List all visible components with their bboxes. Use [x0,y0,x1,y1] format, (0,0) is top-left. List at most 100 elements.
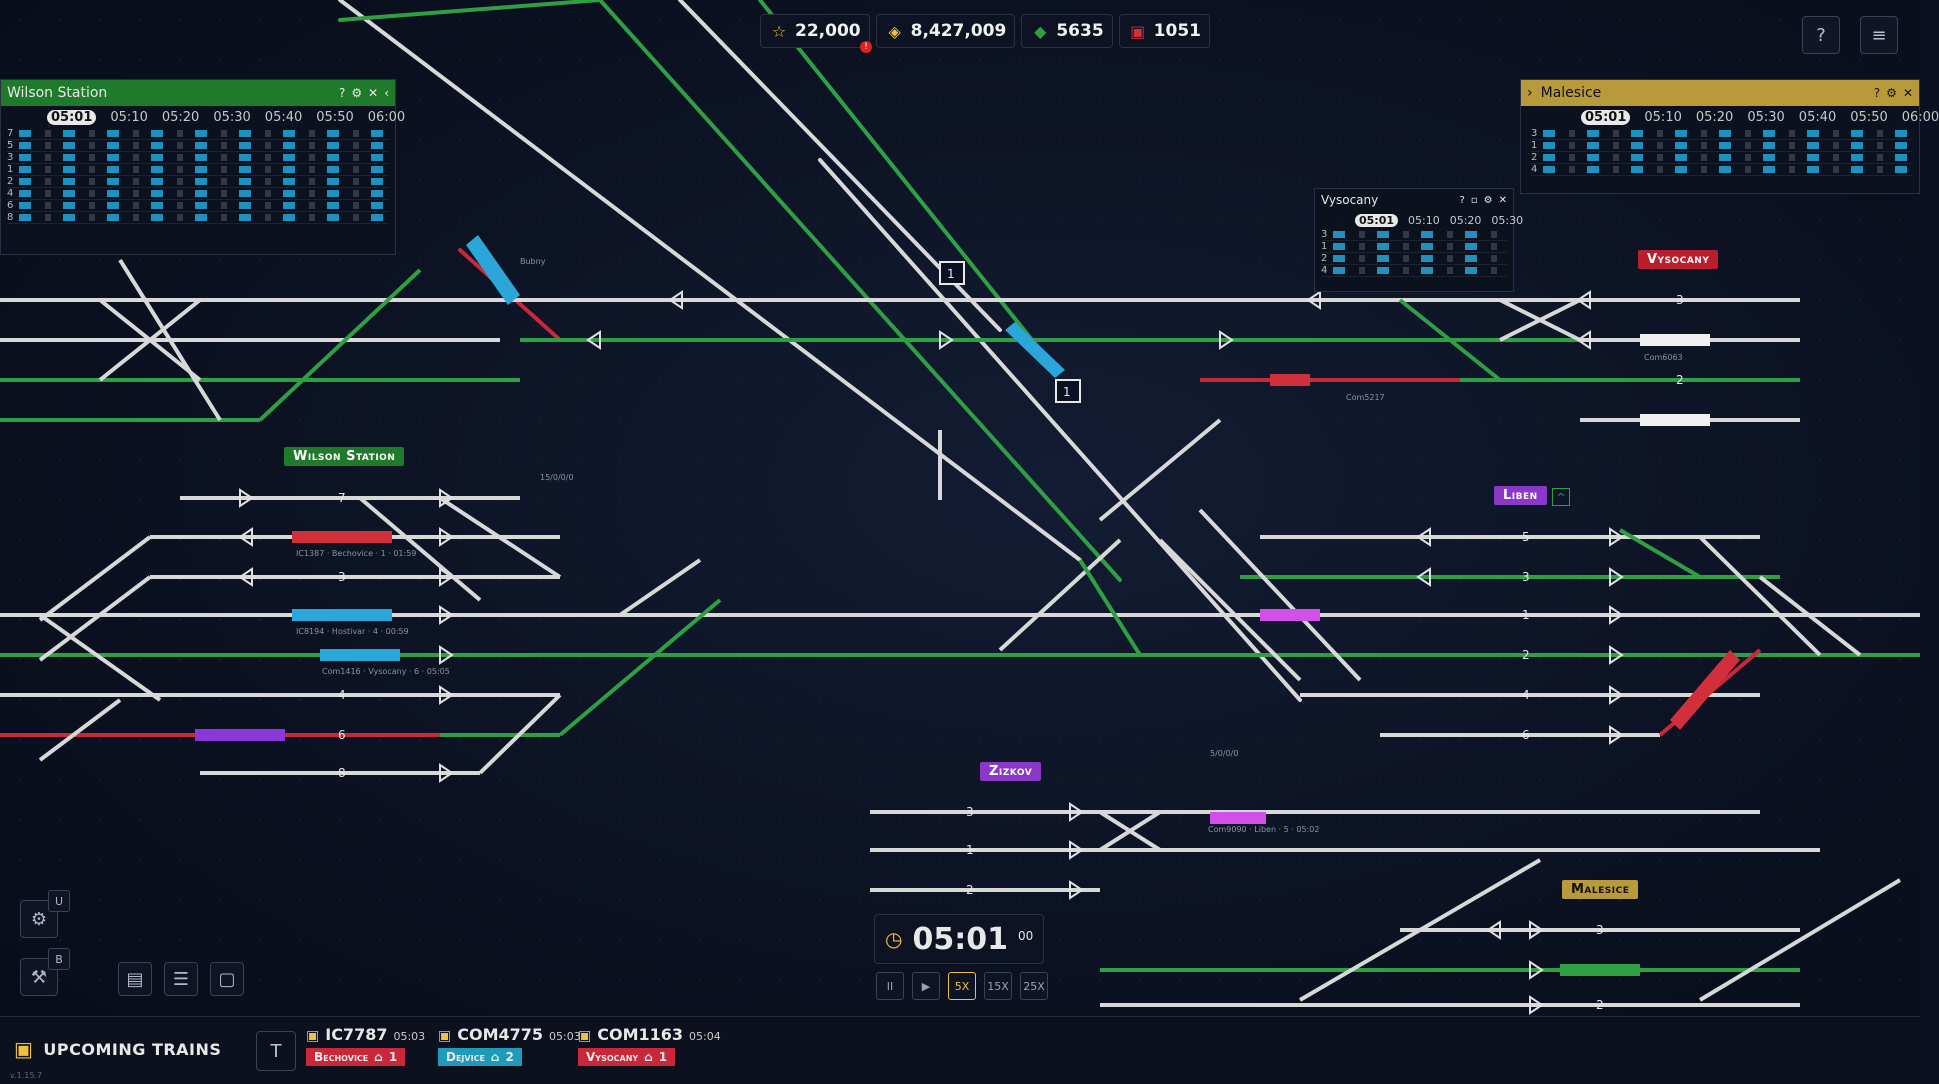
station-label-zizkov[interactable]: Zizkov [980,762,1042,781]
train-icon: ▣ [578,1028,592,1044]
panel-header[interactable]: › Malesice ? ⚙ ✕ [1521,80,1919,106]
train-icon: ▣ [438,1028,452,1044]
panel-title: Wilson Station [7,85,108,101]
destination-name: Dejvice [446,1050,485,1064]
help-button[interactable]: ? [1802,16,1840,54]
alert-badge[interactable]: ! [860,41,872,53]
signal-group[interactable] [238,290,1624,1015]
speed-15x-button[interactable]: 15X [984,972,1012,1000]
rating-counter[interactable]: ☆ 22,000 [760,14,870,48]
gear-icon[interactable]: ⚙ [351,86,363,100]
train-destination-badge: Bechovice ⌂ 1 [306,1048,406,1066]
gear-icon[interactable]: ⚙ [1483,194,1493,206]
station-liben-expand-icon[interactable]: ^ [1552,488,1570,506]
block-markers[interactable]: 1 1 [939,261,1081,403]
sliders-icon: ☰ [172,968,190,990]
train-destination-badge: Vysocany ⌂ 1 [578,1048,676,1066]
track-number: 4 [338,688,346,702]
train-icon: ▣ [306,1028,320,1044]
time-tick: 05:30 [1747,109,1785,125]
notes-button[interactable]: ▤ [118,962,152,996]
speed-5x-button[interactable]: 5X [948,972,976,1000]
train-tag: Com1416 · Vysocany · 6 · 05:05 [322,667,450,676]
train-ic8194 [292,609,392,621]
ticket-counter[interactable]: ◆ 5635 [1021,14,1113,48]
timetable-row: 3 [1531,128,1913,140]
train-counter[interactable]: ▣ 1051 [1118,14,1210,48]
track-number: 7 [338,491,346,505]
help-icon[interactable]: ? [1873,86,1881,100]
signal-icon [439,685,454,705]
lock-icon[interactable]: ▫ [1470,194,1478,206]
station-label-vysocany[interactable]: Vysocany [1638,250,1719,269]
train-time: 05:03 [393,1030,426,1043]
wilson-timetable-panel[interactable]: Wilson Station ? ⚙ ✕ ‹ 05:01 05:10 05:20… [0,79,405,255]
menu-button[interactable]: ≡ [1860,16,1898,54]
timeline-header: 05:01 05:10 05:20 05:30 [1315,211,1523,229]
money-icon: ◈ [888,21,901,41]
upcoming-train-card[interactable]: ▣ COM4775 05:03 Dejvice ⌂ 2 [438,1025,581,1066]
money-value: 8,427,009 [910,21,1007,41]
timetable-row: 2 [7,176,389,188]
train-bechovice [1670,650,1740,730]
train-tag: Com9090 · Liben · 5 · 05:02 [1208,825,1319,834]
collapse-icon[interactable]: ‹ [384,86,389,100]
malesice-timetable-panel[interactable]: › Malesice ? ⚙ ✕ 05:01 05:10 05:20 05:30… [1520,79,1939,194]
signal-icon [1576,330,1591,350]
platform-number: 1 [658,1050,668,1064]
panel-header[interactable]: Vysocany ? ▫ ⚙ ✕ [1315,189,1513,211]
help-icon[interactable]: ? [1459,194,1465,206]
settings-sliders-button[interactable]: ☰ [164,962,198,996]
play-button[interactable]: ▶ [912,972,940,1000]
help-icon[interactable]: ? [338,86,346,100]
expand-icon[interactable]: › [1527,85,1533,101]
upcoming-trains-title: Upcoming Trains [43,1039,222,1059]
timetable-row: 3 [1321,229,1507,241]
train-tag: Bubny [520,257,546,266]
track-segment [338,0,602,22]
upcoming-train-card[interactable]: ▣ IC7787 05:03 Bechovice ⌂ 1 [306,1025,425,1066]
train-time: 05:04 [689,1030,721,1043]
train-vysocany [1640,414,1710,426]
station-label-malesice[interactable]: Malesice [1562,880,1639,899]
platform-counter: 15/0/0/0 [540,473,574,482]
gear-chip-icon: ⚙ [30,908,48,930]
timetable-row: 5 [7,140,389,152]
train-destination-badge: Dejvice ⌂ 2 [438,1048,522,1066]
trains-layer[interactable] [195,235,1740,976]
timetable-toggle-button[interactable]: T [256,1031,296,1071]
vysocany-timetable-panel[interactable]: Vysocany ? ▫ ⚙ ✕ 05:01 05:10 05:20 05:30… [1314,188,1523,292]
platform-icon: ⌂ [490,1050,500,1064]
timetable-row: 7 [7,128,389,140]
signal-icon [1486,920,1501,940]
station-label-wilson[interactable]: Wilson Station [284,447,405,466]
gear-icon[interactable]: ⚙ [1886,86,1897,100]
speed-controls: II ▶ 5X 15X 25X [876,972,1048,1000]
speed-25x-button[interactable]: 25X [1020,972,1048,1000]
time-tick: 06:00 [1901,109,1939,125]
platform-number: 1 [388,1050,398,1064]
close-icon[interactable]: ✕ [1498,194,1507,206]
report-button[interactable]: ▢ [210,962,244,996]
signal-icon [1069,840,1084,860]
upgrade-button[interactable]: ⚙ [20,900,58,938]
pause-button[interactable]: II [876,972,904,1000]
money-counter[interactable]: ◈ 8,427,009 [875,14,1016,48]
upcoming-train-card[interactable]: ▣ COM1163 05:04 Vysocany ⌂ 1 [578,1025,721,1066]
signal-icon [1609,645,1624,665]
close-icon[interactable]: ✕ [368,86,379,100]
station-label-liben[interactable]: Liben [1494,486,1547,505]
platform-number: 2 [505,1050,514,1064]
track-segment [598,0,1122,582]
close-icon[interactable]: ✕ [1902,86,1913,100]
train-liben [1260,609,1320,621]
current-time-marker: 05:01 [1355,213,1399,227]
panel-header[interactable]: Wilson Station ? ⚙ ✕ ‹ [1,80,395,106]
current-time-marker: 05:01 [1581,109,1631,125]
panel-title: Vysocany [1321,193,1379,207]
train-diag [1005,322,1065,378]
signal-icon [439,527,454,547]
upcoming-trains-header[interactable]: ▣ Upcoming Trains [14,1037,221,1061]
signal-icon [1576,290,1591,310]
time-tick: 05:10 [1408,213,1440,227]
